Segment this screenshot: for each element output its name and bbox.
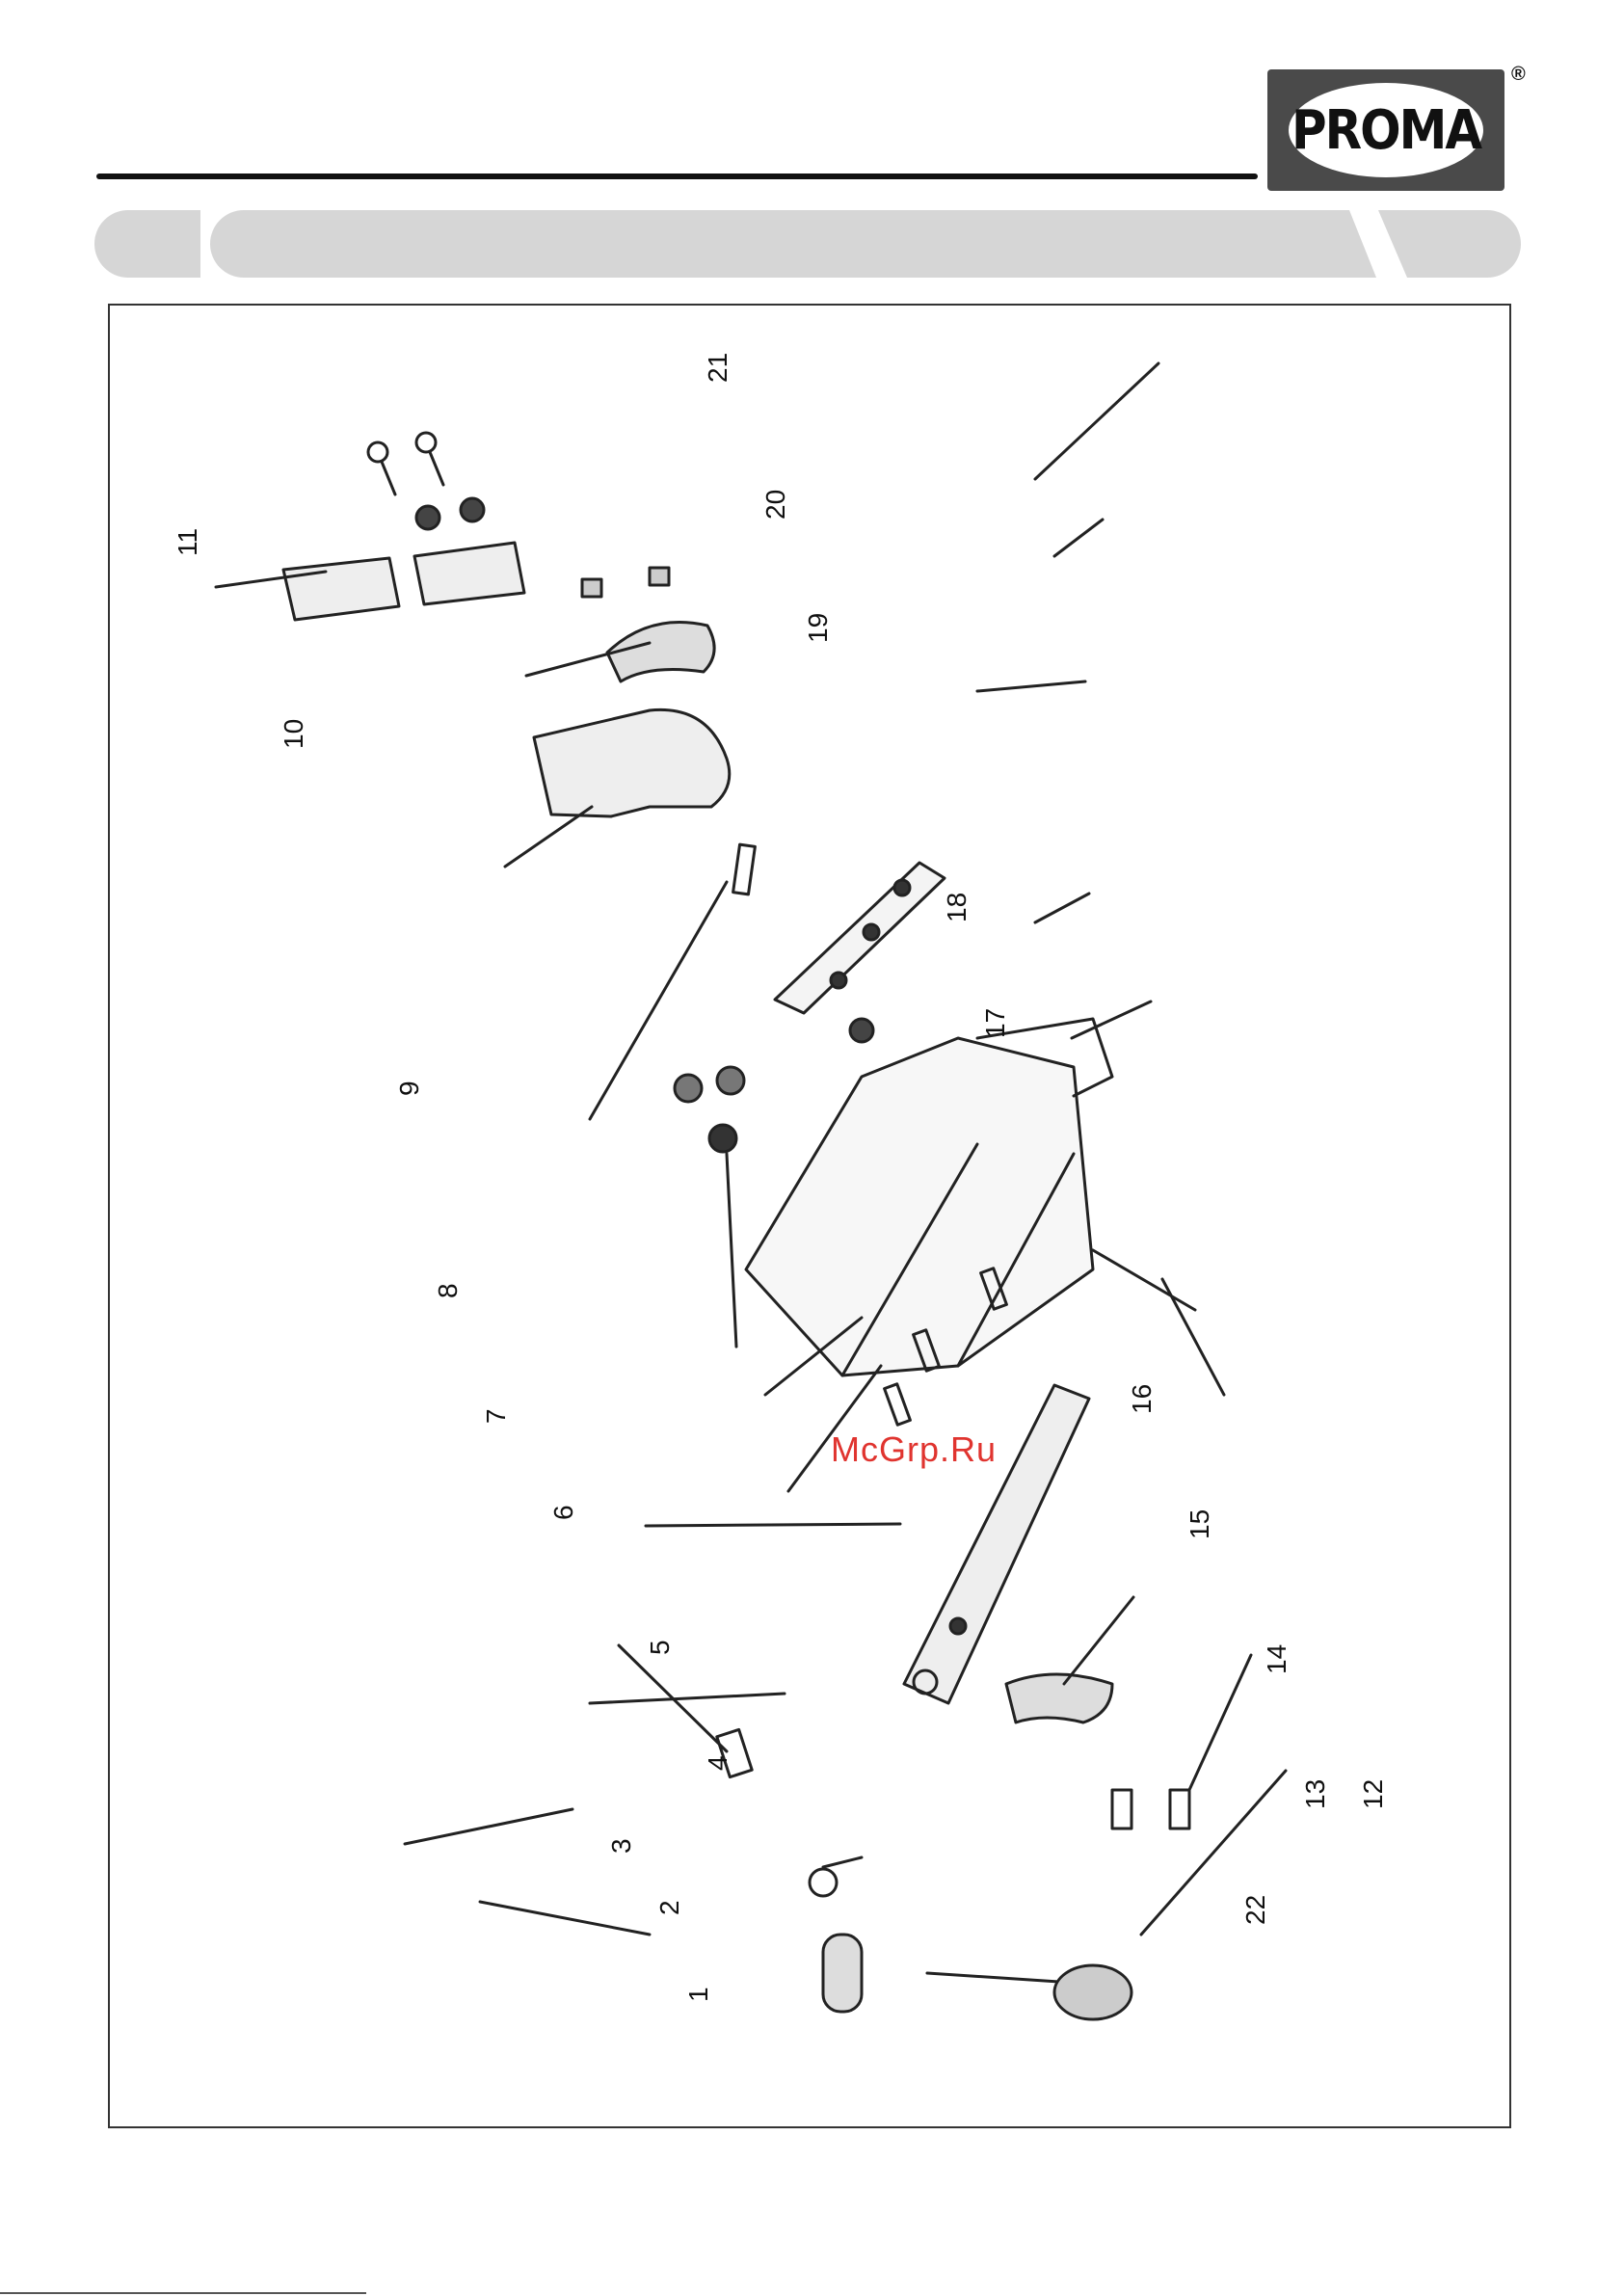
part-label-10: 10	[279, 719, 308, 749]
watermark-text: McGrp.Ru	[831, 1429, 997, 1470]
registered-mark: ®	[1511, 64, 1526, 86]
part-label-22: 22	[1240, 1895, 1270, 1925]
part-9-drawing	[534, 709, 730, 816]
part-label-12: 12	[1358, 1779, 1388, 1809]
part-label-13: 13	[1300, 1779, 1330, 1809]
part-label-15: 15	[1185, 1509, 1214, 1539]
part-label-6: 6	[548, 1505, 578, 1520]
part-label-21: 21	[703, 353, 732, 383]
part-label-18: 18	[942, 893, 972, 922]
part-label-16: 16	[1127, 1384, 1157, 1414]
logo-oval: PROMA	[1289, 83, 1483, 177]
part-label-8: 8	[433, 1283, 463, 1298]
part-label-5: 5	[645, 1640, 675, 1655]
part-label-3: 3	[606, 1838, 636, 1854]
part-label-7: 7	[481, 1408, 511, 1424]
section-banner-right	[1367, 210, 1521, 278]
proma-logo: PROMA	[1267, 69, 1504, 191]
part-label-11: 11	[173, 528, 202, 556]
part-label-1: 1	[683, 1987, 713, 2002]
part-19-drawing	[607, 623, 714, 682]
header-rule	[96, 174, 1258, 179]
section-banner-main	[210, 210, 1521, 278]
part-label-17: 17	[980, 1008, 1010, 1038]
section-banner-left	[94, 210, 200, 278]
logo-text: PROMA	[1291, 99, 1480, 162]
part-5-drawing	[746, 1038, 1093, 1375]
part-14-drawing	[1006, 1674, 1112, 1722]
part-label-14: 14	[1262, 1644, 1291, 1674]
part-label-2: 2	[654, 1900, 684, 1915]
part-label-4: 4	[703, 1755, 732, 1771]
part-18-drawing	[775, 863, 945, 1013]
part-label-19: 19	[803, 613, 833, 643]
diagram-frame: 10 11 21 20 19 9 18 17 8 7 6 16 15 5 4 1…	[108, 304, 1511, 2128]
part-label-9: 9	[394, 1081, 424, 1096]
exploded-parts-drawing: 10 11 21 20 19 9 18 17 8 7 6 16 15 5 4 1…	[110, 306, 1509, 2126]
part-label-20: 20	[760, 490, 790, 520]
footer-line	[0, 2292, 366, 2294]
part-10-drawing	[283, 558, 399, 620]
